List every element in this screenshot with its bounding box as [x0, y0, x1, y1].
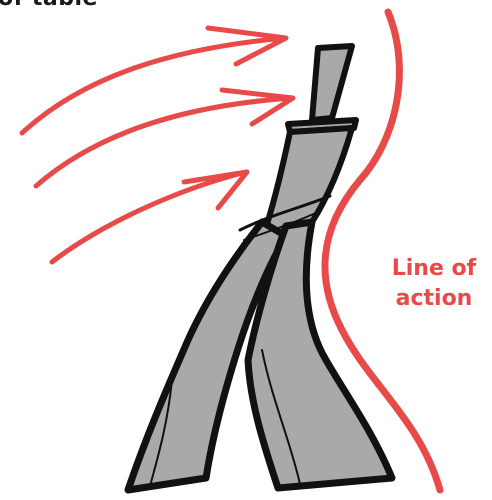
- motion-arrows: [22, 28, 293, 262]
- motion-arrowhead-middle: [222, 90, 293, 124]
- motion-arrow-bottom: [52, 172, 246, 262]
- line-of-action-label-line1: Line of: [382, 254, 486, 284]
- table-top-block: [312, 46, 352, 120]
- table-figure: [128, 46, 392, 490]
- line-of-action-label-line2: action: [382, 284, 486, 314]
- line-of-action-label: Line of action: [382, 254, 486, 314]
- motion-arrow-top: [22, 38, 285, 133]
- motion-arrow-middle: [36, 98, 292, 186]
